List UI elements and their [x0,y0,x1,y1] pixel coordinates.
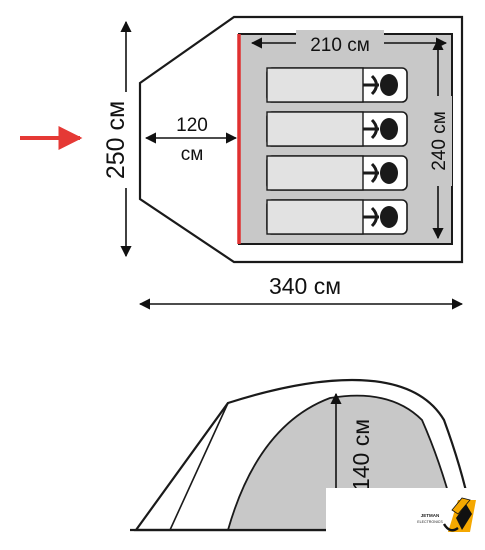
sleeping-bag [266,67,408,103]
person-head-icon [380,74,398,96]
logo-text-line2: ELECTRONICS [417,520,443,524]
logo-text-line1: JETMAN [421,513,440,518]
dim-label-240: 240 см [429,111,450,171]
person-head-icon [380,206,398,228]
jm-logo-icon [442,497,476,532]
brand-logo: JETMAN ELECTRONICS [417,497,476,532]
person-head-icon [380,118,398,140]
dim-label-120-unit: см [181,144,204,165]
dim-label-120-value: 120 [176,115,208,136]
person-head-icon [380,162,398,184]
dim-label-140: 140 см [348,419,374,491]
dim-label-340: 340 см [269,273,341,299]
side-view: 140 см [130,378,485,550]
dim-label-250: 250 см [102,101,130,179]
dim-label-210: 210 см [310,35,370,56]
sleeping-bag [266,199,408,235]
plan-view: 210 см 240 см 120 см 250 см 340 см [20,15,464,310]
sleeping-bag [266,111,408,147]
sleeping-bag [266,155,408,191]
